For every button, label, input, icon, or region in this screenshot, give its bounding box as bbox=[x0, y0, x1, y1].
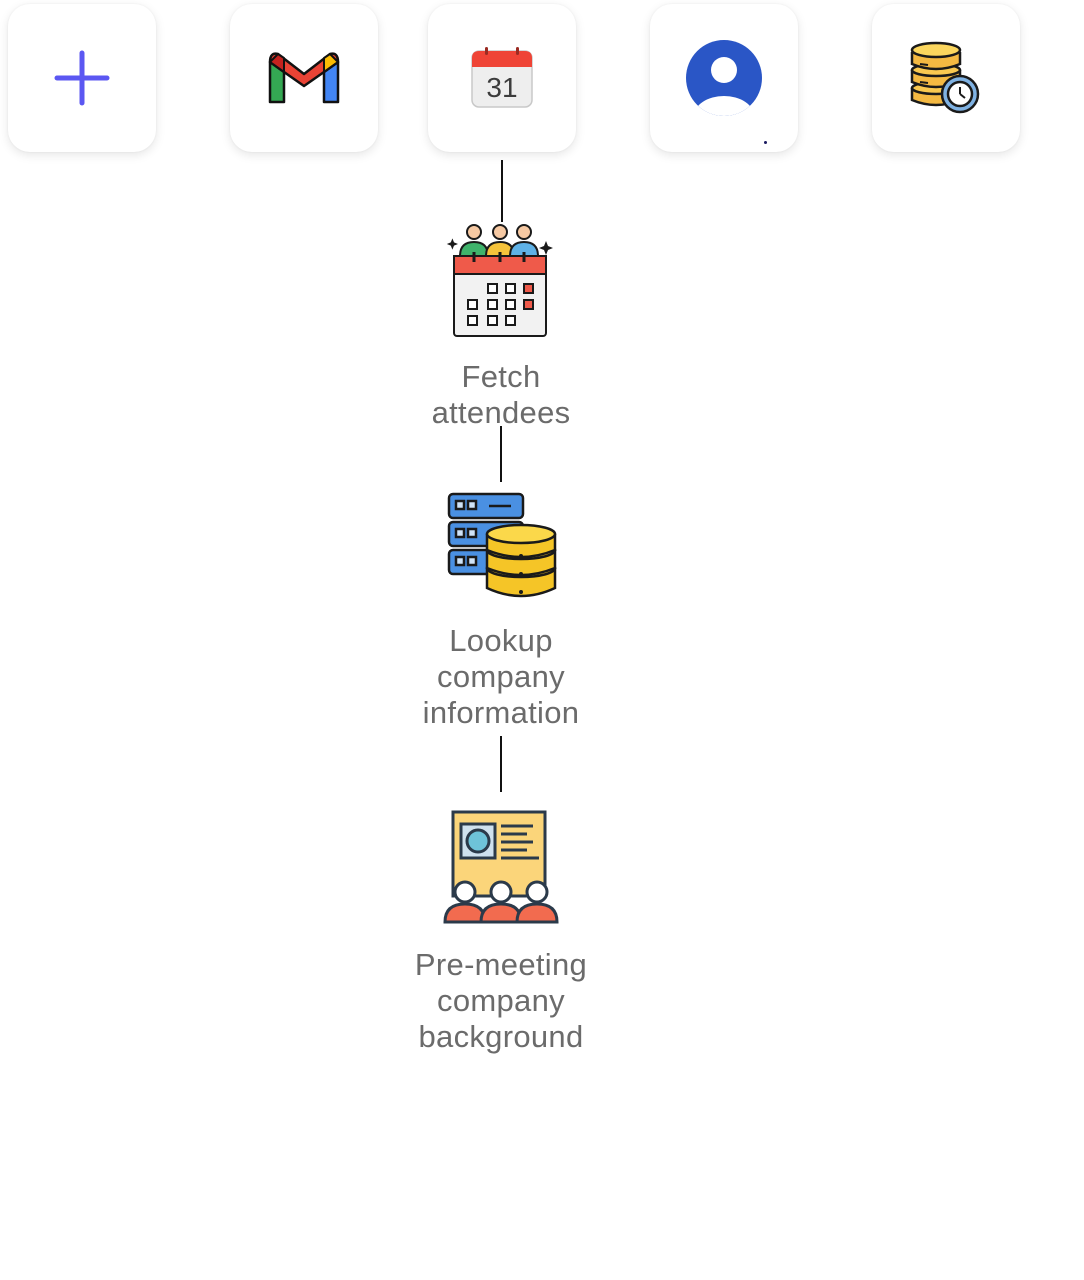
gmail-icon bbox=[266, 48, 342, 108]
database-clock-icon bbox=[908, 38, 984, 118]
gmail-app-button[interactable] bbox=[230, 4, 378, 152]
status-dot bbox=[764, 141, 767, 144]
connector-line bbox=[501, 160, 503, 222]
connector-line bbox=[500, 736, 502, 792]
workflow-step-lookup-company[interactable]: Lookup company information bbox=[401, 492, 601, 731]
add-app-button[interactable] bbox=[8, 4, 156, 152]
step-label: Lookup company information bbox=[422, 623, 580, 730]
plus-icon bbox=[52, 48, 112, 108]
contacts-app-button[interactable] bbox=[650, 4, 798, 152]
step-label: Fetch attendees bbox=[431, 359, 571, 430]
workflow-step-company-background[interactable]: Pre-meeting company background bbox=[401, 810, 601, 1055]
contacts-icon bbox=[684, 38, 764, 118]
company-profile-icon bbox=[443, 810, 559, 933]
calendar-app-button[interactable]: 31 bbox=[428, 4, 576, 152]
server-database-icon bbox=[445, 492, 557, 609]
calendar-date: 31 bbox=[486, 72, 517, 103]
meeting-calendar-icon bbox=[446, 220, 556, 345]
calendar-icon: 31 bbox=[469, 45, 535, 111]
connector-line bbox=[500, 426, 502, 482]
database-schedule-app-button[interactable] bbox=[872, 4, 1020, 152]
step-label: Pre-meeting company background bbox=[414, 947, 588, 1054]
workflow-step-fetch-attendees[interactable]: Fetch attendees bbox=[401, 220, 601, 431]
